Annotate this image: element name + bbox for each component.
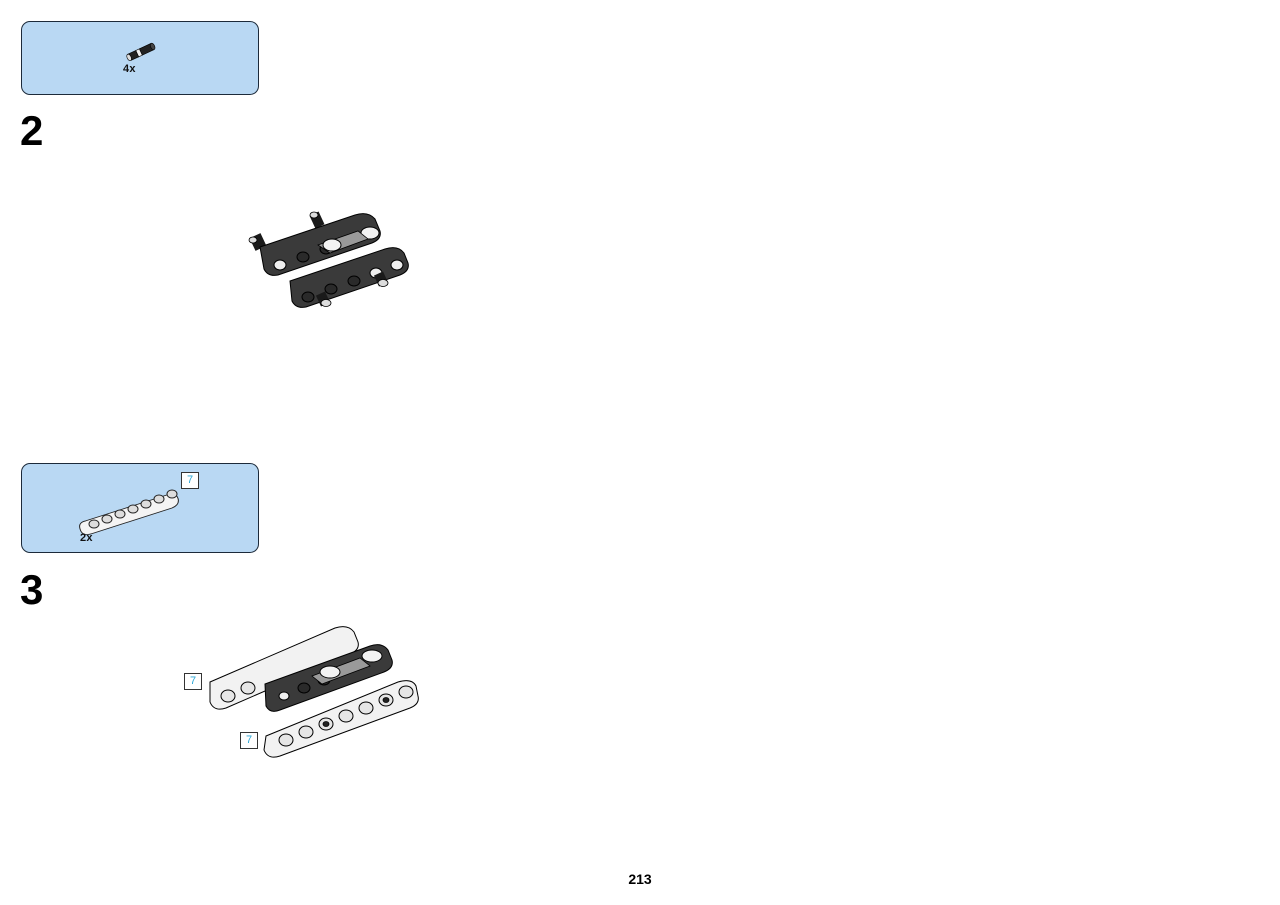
beam-length-label: 7 — [240, 732, 258, 749]
beam-length-label: 7 — [184, 673, 202, 690]
parts-quantity: 4x — [123, 63, 136, 75]
pin-icon — [315, 291, 332, 307]
dark-beam — [289, 247, 409, 308]
pin-icon — [373, 271, 389, 287]
parts-list-box-step-3: 7 2x — [21, 463, 259, 553]
axle-pin-icon — [126, 42, 156, 62]
step-number-2: 2 — [20, 107, 44, 154]
step-3-model-illustration — [209, 626, 419, 758]
beam-length-label: 7 — [181, 472, 199, 489]
liftarm-beam-icon — [79, 489, 179, 535]
parts-list-box-step-2: 4x — [21, 21, 259, 95]
parts-quantity: 2x — [80, 532, 93, 544]
step-number-3: 3 — [20, 566, 44, 613]
page-number: 213 — [628, 871, 652, 887]
pin-icon — [309, 211, 325, 229]
step-2-model-illustration — [248, 211, 409, 308]
light-beam — [263, 680, 419, 758]
light-beam — [209, 626, 359, 710]
